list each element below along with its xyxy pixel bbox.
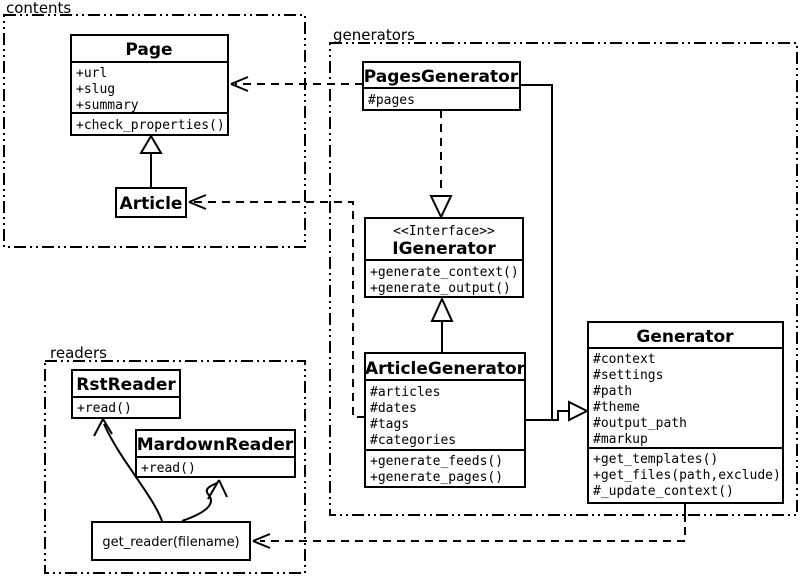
class-articlegenerator: ArticleGenerator #articles #dates #tags … — [364, 352, 526, 488]
class-pagesgenerator-box — [362, 61, 521, 111]
arrow-getreader-to-mardownreader — [181, 479, 228, 522]
class-method: +get_templates() — [593, 452, 718, 467]
class-generator-title: Generator — [636, 327, 734, 347]
package-contents-border — [3, 14, 306, 248]
open-arrowhead-icon — [207, 479, 228, 500]
open-arrowhead-icon — [252, 533, 271, 549]
class-method: +generate_context() — [370, 265, 519, 280]
class-rstreader: RstReader +read() — [71, 369, 181, 419]
class-attribute: #dates — [370, 401, 417, 416]
class-attribute: #settings — [593, 368, 663, 383]
arrow-pagesgenerator-to-igenerator-realization — [429, 110, 453, 220]
class-igenerator-title: IGenerator — [392, 239, 496, 259]
function-getreader-box — [91, 521, 251, 561]
open-arrowhead-icon — [188, 194, 207, 210]
class-attribute: +summary — [76, 98, 139, 113]
class-generator-box — [587, 321, 784, 504]
class-method: +check_properties() — [76, 118, 225, 133]
open-arrowhead-icon — [230, 76, 249, 92]
package-readers-border — [44, 360, 306, 574]
package-generators: generators — [329, 26, 798, 516]
class-method: +get_files(path,exclude) — [593, 468, 781, 483]
class-page-box — [70, 34, 229, 136]
package-contents: contents — [3, 0, 306, 248]
arrow-articlegenerator-to-igenerator-generalization — [430, 296, 454, 353]
class-rstreader-box — [71, 369, 181, 419]
class-mardownreader-box — [135, 429, 296, 478]
class-articlegenerator-box — [364, 352, 526, 488]
package-readers-label: readers — [50, 344, 107, 362]
class-attribute: #theme — [593, 400, 640, 415]
class-method: +generate_feeds() — [370, 454, 503, 469]
class-articlegenerator-title: ArticleGenerator — [365, 359, 526, 379]
class-attribute: #output_path — [593, 416, 687, 431]
package-generators-border — [329, 42, 798, 516]
arrow-pagesgenerator-to-page-dependency — [230, 76, 363, 92]
class-pagesgenerator: PagesGenerator #pages — [362, 61, 521, 111]
class-attribute: #pages — [368, 93, 415, 108]
hollow-triangle-icon — [429, 195, 453, 220]
class-igenerator-stereotype: <<Interface>> — [393, 224, 495, 239]
function-getreader-label: get_reader(filename) — [102, 535, 239, 550]
open-arrowhead-icon — [93, 418, 113, 437]
class-attribute: +url — [76, 66, 107, 81]
class-page: Page +url +slug +summary +check_properti… — [70, 34, 229, 136]
hollow-triangle-icon — [568, 400, 590, 422]
package-contents-label: contents — [6, 0, 71, 17]
class-attribute: #path — [593, 384, 632, 399]
class-method: #_update_context() — [593, 484, 734, 499]
class-article-title: Article — [120, 194, 183, 214]
class-pagesgenerator-title: PagesGenerator — [364, 67, 519, 87]
class-mardownreader: MardownReader +read() — [135, 429, 296, 478]
arrow-article-to-page-generalization — [139, 134, 163, 188]
class-rstreader-title: RstReader — [76, 375, 176, 395]
class-igenerator: <<Interface>> IGenerator +generate_conte… — [364, 217, 524, 298]
class-page-title: Page — [125, 40, 172, 60]
class-method: +read() — [77, 401, 132, 416]
package-readers: readers — [44, 344, 306, 574]
class-attribute: #categories — [370, 433, 456, 448]
class-generator: Generator #context #settings #path #them… — [587, 321, 784, 504]
class-attribute: +slug — [76, 82, 115, 97]
arrow-articlegenerator-to-article-dependency — [188, 194, 365, 418]
class-article: Article — [115, 187, 187, 218]
class-mardownreader-title: MardownReader — [137, 435, 294, 455]
class-attribute: #articles — [370, 385, 440, 400]
class-article-box — [115, 187, 187, 218]
class-attribute: #tags — [370, 417, 409, 432]
class-attribute: #markup — [593, 432, 648, 447]
class-method: +generate_pages() — [370, 470, 503, 485]
hollow-triangle-icon — [139, 134, 163, 154]
class-igenerator-box — [364, 217, 524, 298]
arrow-generator-to-getreader-dependency — [252, 503, 686, 549]
hollow-triangle-icon — [430, 296, 454, 322]
function-getreader: get_reader(filename) — [91, 521, 251, 561]
class-method: +generate_output() — [370, 281, 511, 296]
class-method: +read() — [141, 461, 196, 476]
arrow-generators-to-generator-generalization — [520, 84, 590, 422]
class-attribute: #context — [593, 352, 656, 367]
package-generators-label: generators — [333, 26, 415, 44]
